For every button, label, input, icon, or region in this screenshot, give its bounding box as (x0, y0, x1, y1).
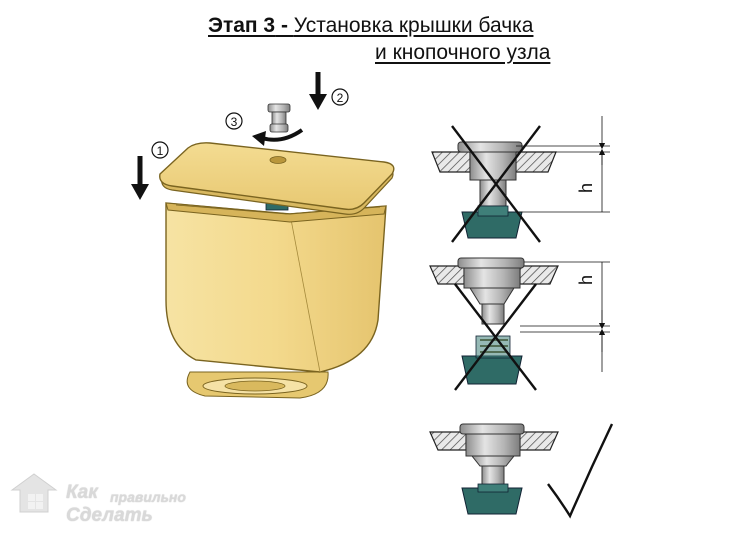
checkmark-icon (547, 423, 614, 519)
stage-label: Этап 3 (208, 14, 276, 37)
dimension-h-label-2: h (576, 275, 596, 285)
watermark-word-3: Сделать (66, 505, 153, 526)
title-dash: - (275, 14, 294, 37)
step-2-label: 2 (337, 91, 344, 105)
detail-wrong-1: h (431, 116, 610, 243)
dimension-h-label-1: h (576, 183, 596, 193)
title-line-2: и кнопочного узла (375, 41, 550, 65)
step-1-label: 1 (157, 144, 164, 158)
detail-wrong-2: h (429, 257, 610, 391)
tank-lid (159, 142, 395, 215)
title-text-1: Установка крышки бачка (293, 14, 534, 37)
button-nut (267, 103, 291, 133)
title-text-2: и кнопочного узла (375, 41, 551, 64)
step-2-arrow: 2 (309, 72, 349, 110)
title-line-1: Этап 3 - Установка крышки бачка (208, 14, 533, 38)
watermark-house-icon (10, 473, 58, 513)
cistern-tank (165, 202, 387, 399)
step-1-arrow: 1 (131, 141, 169, 200)
detail-correct (429, 423, 614, 519)
watermark-word-2: правильно (110, 489, 186, 505)
watermark-word-1: Как (66, 482, 98, 503)
step-3-label: 3 (231, 115, 238, 129)
step-3-arrow: 3 (225, 112, 304, 146)
